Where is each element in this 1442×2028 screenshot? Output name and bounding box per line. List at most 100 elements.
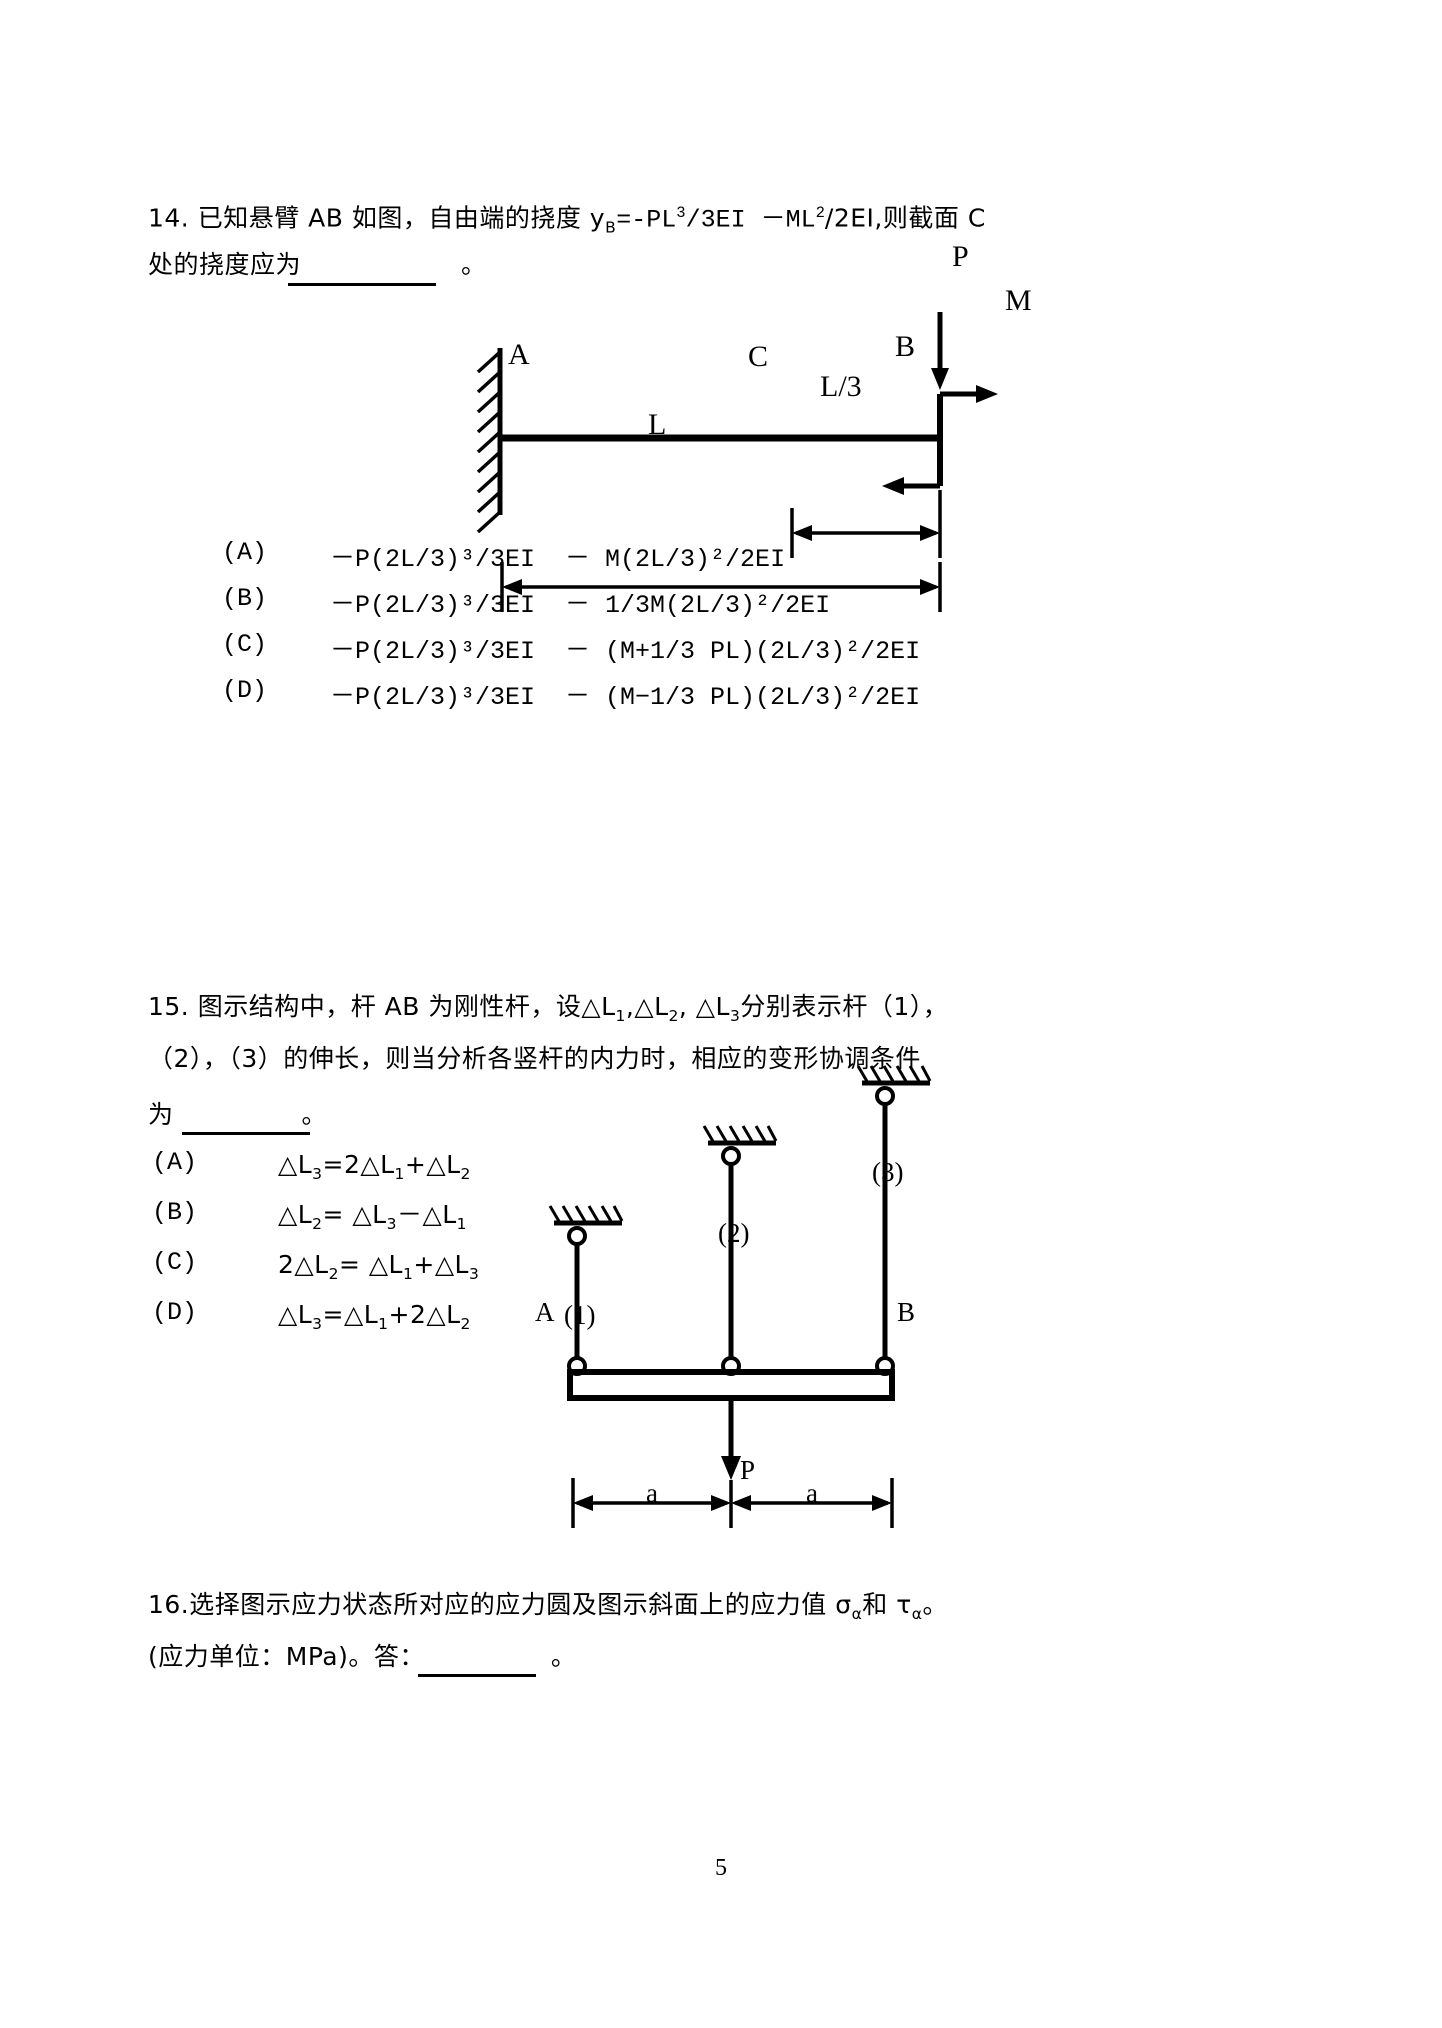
q15-opt-b-s1: 2	[312, 1215, 323, 1233]
q14-stem-part-c: /3EI －ML	[685, 205, 816, 235]
q15-opt-a-s2: 1	[394, 1165, 405, 1183]
q15-stem-sub-3: 3	[729, 1007, 741, 1025]
q15-stem-line3-text: 为	[148, 1100, 174, 1129]
q15-stem-part-c: , △L	[678, 992, 730, 1021]
q15-opt-c-s1: 2	[328, 1265, 339, 1283]
label-point-b: B	[895, 330, 916, 363]
q16-stem-line2-period: 。	[550, 1642, 577, 1671]
q16-answer-blank[interactable]	[418, 1674, 536, 1677]
q14-stem-line-2: 处的挠度应为 。	[148, 248, 487, 282]
q15-opt-d-post: +2△L	[388, 1300, 461, 1329]
q15-opt-a-pre: △L	[278, 1150, 313, 1179]
q15-opt-c-s2: 1	[403, 1265, 414, 1283]
q14-option-a-label[interactable]: (A)	[222, 538, 268, 567]
q14-option-d-label[interactable]: (D)	[222, 676, 268, 705]
q16-stem-part-b: 和 τ	[862, 1590, 912, 1619]
q15-stem-line-3: 为。	[148, 1098, 327, 1132]
q14-stem-line2-period: 。	[461, 250, 487, 279]
q14-option-d-text[interactable]: －P(2L/3)³/3EI － (M−1/3 PL)(2L/3)²/2EI	[330, 683, 921, 712]
dim-arrow-far-right	[872, 1495, 892, 1511]
q14-stem-line2-text: 处的挠度应为	[148, 250, 302, 279]
q14-option-c-text[interactable]: －P(2L/3)³/3EI － (M+1/3 PL)(2L/3)²/2EI	[330, 637, 921, 666]
q14-stem-sub-b: B	[605, 218, 617, 237]
label-dim-a-right: a	[806, 1478, 818, 1508]
q14-answer-blank[interactable]	[288, 283, 436, 286]
q15-opt-b-post: －△L	[396, 1200, 457, 1229]
wall-hatching	[476, 350, 502, 534]
label-point-c: C	[748, 340, 769, 373]
q16-stem-sub-alpha-2: α	[911, 1605, 923, 1623]
q14-option-c-label[interactable]: (C)	[222, 630, 268, 659]
q15-option-b-label[interactable]: (B)	[152, 1198, 198, 1227]
q15-opt-b-pre: △L	[278, 1200, 313, 1229]
q15-opt-c-pre: 2△L	[278, 1250, 329, 1279]
dim-arrow-far-left	[573, 1495, 593, 1511]
q15-stem-line-1: 15. 图示结构中，杆 AB 为刚性杆，设△L1,△L2, △L3分别表示杆（1…	[148, 990, 948, 1033]
q15-option-b-text[interactable]: △L2= △L3－△L1	[278, 1198, 467, 1241]
dim-arrow-mid-right	[731, 1495, 751, 1511]
q15-opt-a-post: +△L	[404, 1150, 461, 1179]
q15-opt-d-s3: 2	[460, 1315, 471, 1333]
dim-third-arrow-right	[920, 525, 940, 541]
q15-option-c-text[interactable]: 2△L2= △L1+△L3	[278, 1248, 479, 1291]
q15-opt-a-s1: 3	[312, 1165, 323, 1183]
label-load-p: P	[952, 240, 969, 273]
pin-2-top	[721, 1146, 741, 1166]
q15-opt-b-s2: 3	[386, 1215, 397, 1233]
q15-opt-d-mid: =△L	[322, 1300, 379, 1329]
pin-3-top	[875, 1086, 895, 1106]
q15-opt-d-s2: 1	[378, 1315, 389, 1333]
label-point-b-q15: B	[897, 1297, 916, 1327]
q15-option-c-label[interactable]: (C)	[152, 1248, 198, 1277]
label-moment-m: M	[1005, 284, 1032, 317]
label-bar-3: (3)	[872, 1157, 904, 1187]
q15-opt-a-s3: 2	[460, 1165, 471, 1183]
load-p-arrowhead	[931, 368, 949, 390]
q14-stem-part-a: 14. 已知悬臂 AB 如图，自由端的挠度 y	[148, 203, 606, 233]
q14-option-b-text[interactable]: －P(2L/3)³/3EI － 1/3M(2L/3)²/2EI	[330, 591, 831, 620]
q15-option-d-label[interactable]: (D)	[152, 1298, 198, 1327]
label-dim-third: L/3	[820, 370, 862, 403]
dim-full-arrow-right	[920, 579, 940, 595]
q15-opt-c-post: +△L	[413, 1250, 469, 1279]
q16-stem-line-2: (应力单位：MPa)。答： 。	[148, 1640, 576, 1674]
support-1-hatching	[548, 1205, 624, 1224]
label-load-p-q15: P	[740, 1455, 756, 1485]
q15-stem-line3-period: 。	[301, 1100, 328, 1129]
q16-stem-part-a: 16.选择图示应力状态所对应的应力圆及图示斜面上的应力值 σ	[148, 1590, 852, 1619]
dim-third-arrow-left	[792, 525, 812, 541]
q16-stem-part-c: 。	[922, 1590, 949, 1619]
q15-stem-line-2: （2），（3）的伸长，则当分析各竖杆的内力时，相应的变形协调条件	[148, 1044, 921, 1073]
dim-full-arrow-left	[502, 579, 522, 595]
q16-stem-line-1: 16.选择图示应力状态所对应的应力圆及图示斜面上的应力值 σα和 τα。	[148, 1588, 948, 1631]
q15-option-d-text[interactable]: △L3=△L1+2△L2	[278, 1298, 471, 1341]
q15-stem-sub-2: 2	[668, 1007, 679, 1025]
q16-stem-sub-alpha-1: α	[851, 1605, 863, 1623]
label-dim-a-left: a	[646, 1478, 658, 1508]
label-point-a-q15: A	[535, 1297, 555, 1327]
q15-option-a-text[interactable]: △L3=2△L1+△L2	[278, 1148, 471, 1191]
q14-stem-part-d: /2EI,则截面 C	[824, 203, 986, 233]
load-p-arrowhead-q15	[721, 1456, 741, 1480]
q14-stem-sup-3: 3	[676, 204, 686, 222]
q15-stem-part-b: ,△L	[625, 992, 669, 1021]
q14-stem-sup-2: 2	[815, 204, 825, 222]
support-3-hatching	[856, 1065, 932, 1084]
moment-top-arrowhead	[976, 385, 998, 403]
q15-stem-part-d: 分别表示杆（1），	[740, 992, 949, 1021]
q15-stem-part-a: 15. 图示结构中，杆 AB 为刚性杆，设△L	[148, 992, 616, 1021]
q14-stem-part-b: =-PL	[616, 205, 677, 235]
label-support-a: A	[508, 338, 530, 371]
q15-opt-d-pre: △L	[278, 1300, 313, 1329]
q15-answer-blank[interactable]	[182, 1132, 310, 1135]
q14-stem-line-1: 14. 已知悬臂 AB 如图，自由端的挠度 yB=-PL3/3EI －ML2/2…	[148, 196, 986, 244]
q15-opt-a-mid: =2△L	[322, 1150, 395, 1179]
page-number: 5	[715, 1855, 727, 1881]
q15-opt-d-s1: 3	[312, 1315, 323, 1333]
q15-option-a-label[interactable]: (A)	[152, 1148, 198, 1177]
q14-option-b-label[interactable]: (B)	[222, 584, 268, 613]
q14-option-a-text[interactable]: －P(2L/3)³/3EI － M(2L/3)²/2EI	[330, 545, 786, 574]
pin-1-top	[567, 1226, 587, 1246]
q16-stem-line2-text: (应力单位：MPa)。答：	[148, 1642, 425, 1671]
